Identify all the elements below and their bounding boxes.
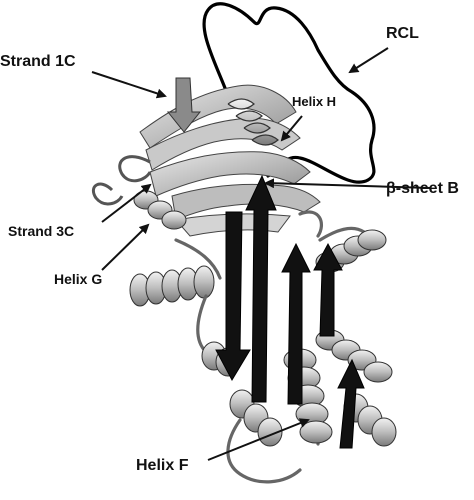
helix-h	[227, 98, 279, 146]
label-strand-3c: Strand 3C	[8, 223, 74, 239]
label-helix-g: Helix G	[54, 271, 102, 287]
pointer-rcl	[348, 47, 389, 74]
beta-sheet-a-strands	[215, 174, 365, 449]
helix-lower-left	[129, 265, 215, 307]
label-pointers	[91, 47, 431, 461]
pointer-helix-h	[280, 115, 303, 142]
black-strand-5	[337, 358, 365, 449]
helix-g	[133, 190, 187, 230]
pointer-strand-3c	[101, 183, 152, 223]
left-loop	[91, 155, 152, 206]
label-rcl: RCL	[386, 25, 419, 42]
pointer-helix-g	[101, 223, 150, 271]
label-helix-h: Helix H	[292, 94, 336, 109]
pointer-helix-f	[207, 418, 310, 461]
black-strand-4	[313, 242, 343, 337]
strand-1c	[166, 77, 202, 133]
helix-bottom-left	[229, 389, 283, 447]
black-strand-2	[245, 174, 277, 403]
label-beta-sheet-b: β-sheet B	[386, 180, 459, 197]
label-strand-1c: Strand 1C	[0, 53, 76, 70]
rcl-loop	[202, 2, 376, 184]
label-helix-f: Helix F	[136, 457, 189, 474]
pointer-beta-sheet-b	[264, 178, 431, 189]
coil-connections	[174, 210, 366, 484]
black-strand-1	[215, 211, 251, 382]
helix-bottom-right	[343, 393, 397, 447]
helix-right-middle	[315, 329, 393, 383]
pointer-strand-1c	[91, 71, 167, 99]
black-strand-3	[281, 242, 311, 405]
